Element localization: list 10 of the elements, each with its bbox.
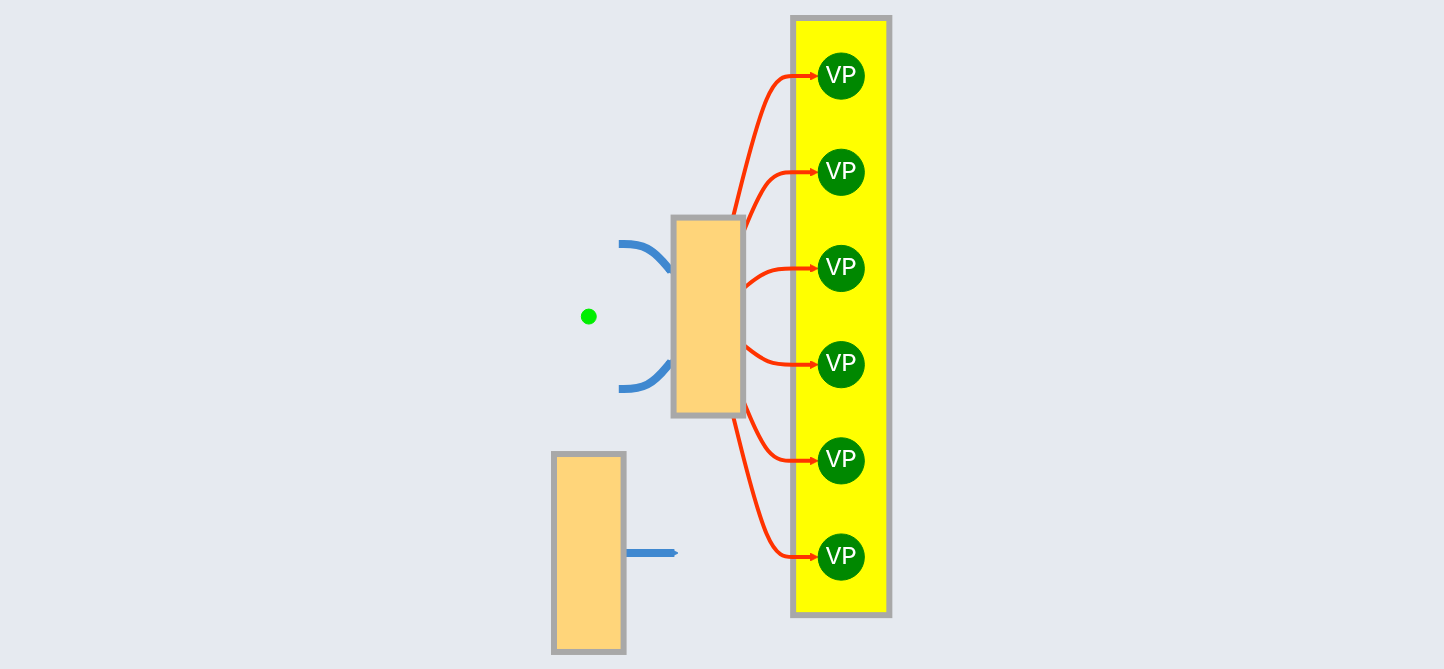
node-circle: VP	[817, 148, 866, 196]
node-bar	[551, 450, 627, 655]
node-circle: VP	[817, 340, 866, 388]
node-circle: VP	[817, 52, 866, 100]
node-bar	[670, 214, 747, 419]
node-circle: VP	[817, 532, 866, 581]
node-circle: VP	[817, 244, 866, 292]
node-circle: VP	[817, 436, 866, 484]
node-circle	[581, 308, 598, 325]
cluster	[790, 14, 893, 618]
